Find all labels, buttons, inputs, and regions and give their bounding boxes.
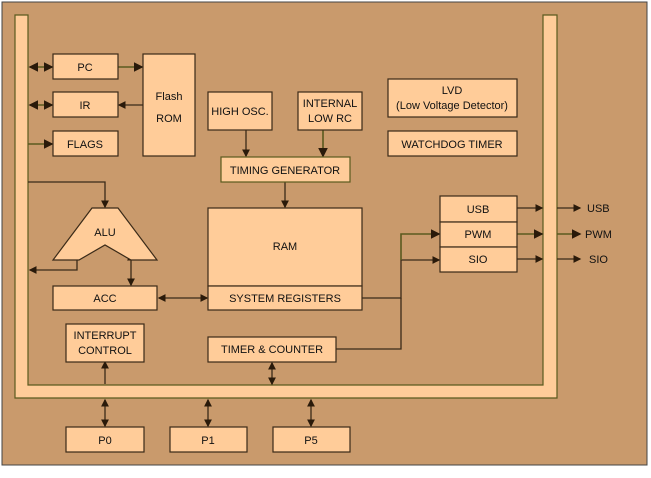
block-label: ROM [156,113,182,125]
block-p0: P0 [65,426,145,453]
block-flash-rom: Flash ROM [142,53,196,157]
block-label: SYSTEM REGISTERS [229,293,341,305]
block-pwm: PWM [439,221,518,248]
block-label: IR [80,100,91,112]
block-ram: RAM [207,207,363,287]
block-system-registers: SYSTEM REGISTERS [207,285,363,311]
block-label: P0 [98,435,111,447]
block-timing-generator: TIMING GENERATOR [220,156,351,183]
block-lvd: LVD (Low Voltage Detector) [387,78,518,118]
block-internal-low-rc: INTERNAL LOW RC [297,91,363,131]
block-label: (Low Voltage Detector) [396,100,508,112]
block-label: WATCHDOG TIMER [401,139,502,151]
block-label: ALU [94,227,115,239]
block-label: CONTROL [78,345,132,357]
block-label: P5 [304,435,317,447]
block-flags: FLAGS [52,130,119,157]
output-label-usb: USB [587,203,610,215]
block-acc: ACC [52,285,158,311]
block-pc: PC [52,53,119,80]
block-label: INTERNAL [303,98,357,110]
block-label: PC [77,62,92,74]
block-sio: SIO [439,246,518,273]
output-label-sio: SIO [589,254,608,266]
internal-bus [14,14,558,399]
block-alu: ALU [51,207,159,261]
block-label: USB [467,204,490,216]
block-usb: USB [439,195,518,223]
block-label: P1 [201,435,214,447]
block-label: HIGH OSC. [211,106,268,118]
block-label: RAM [273,241,297,253]
block-label: TIMING GENERATOR [230,165,340,177]
block-p1: P1 [169,426,248,453]
connections [28,62,582,428]
block-label: FLAGS [67,139,103,151]
block-ir: IR [52,91,119,118]
block-high-osc: HIGH OSC. [207,91,273,131]
block-label: TIMER & COUNTER [221,344,323,356]
block-timer-counter: TIMER & COUNTER [207,336,337,363]
block-label: PWM [465,229,492,241]
block-label: LVD [442,85,463,97]
block-label: Flash [156,91,183,103]
block-p5: P5 [272,426,351,453]
block-label: ACC [93,293,116,305]
block-label: INTERRUPT [74,330,137,342]
block-label: LOW RC [308,113,352,125]
output-label-pwm: PWM [585,229,612,241]
block-label: SIO [469,254,488,266]
block-interrupt-control: INTERRUPT CONTROL [65,323,145,363]
block-watchdog-timer: WATCHDOG TIMER [387,130,518,157]
